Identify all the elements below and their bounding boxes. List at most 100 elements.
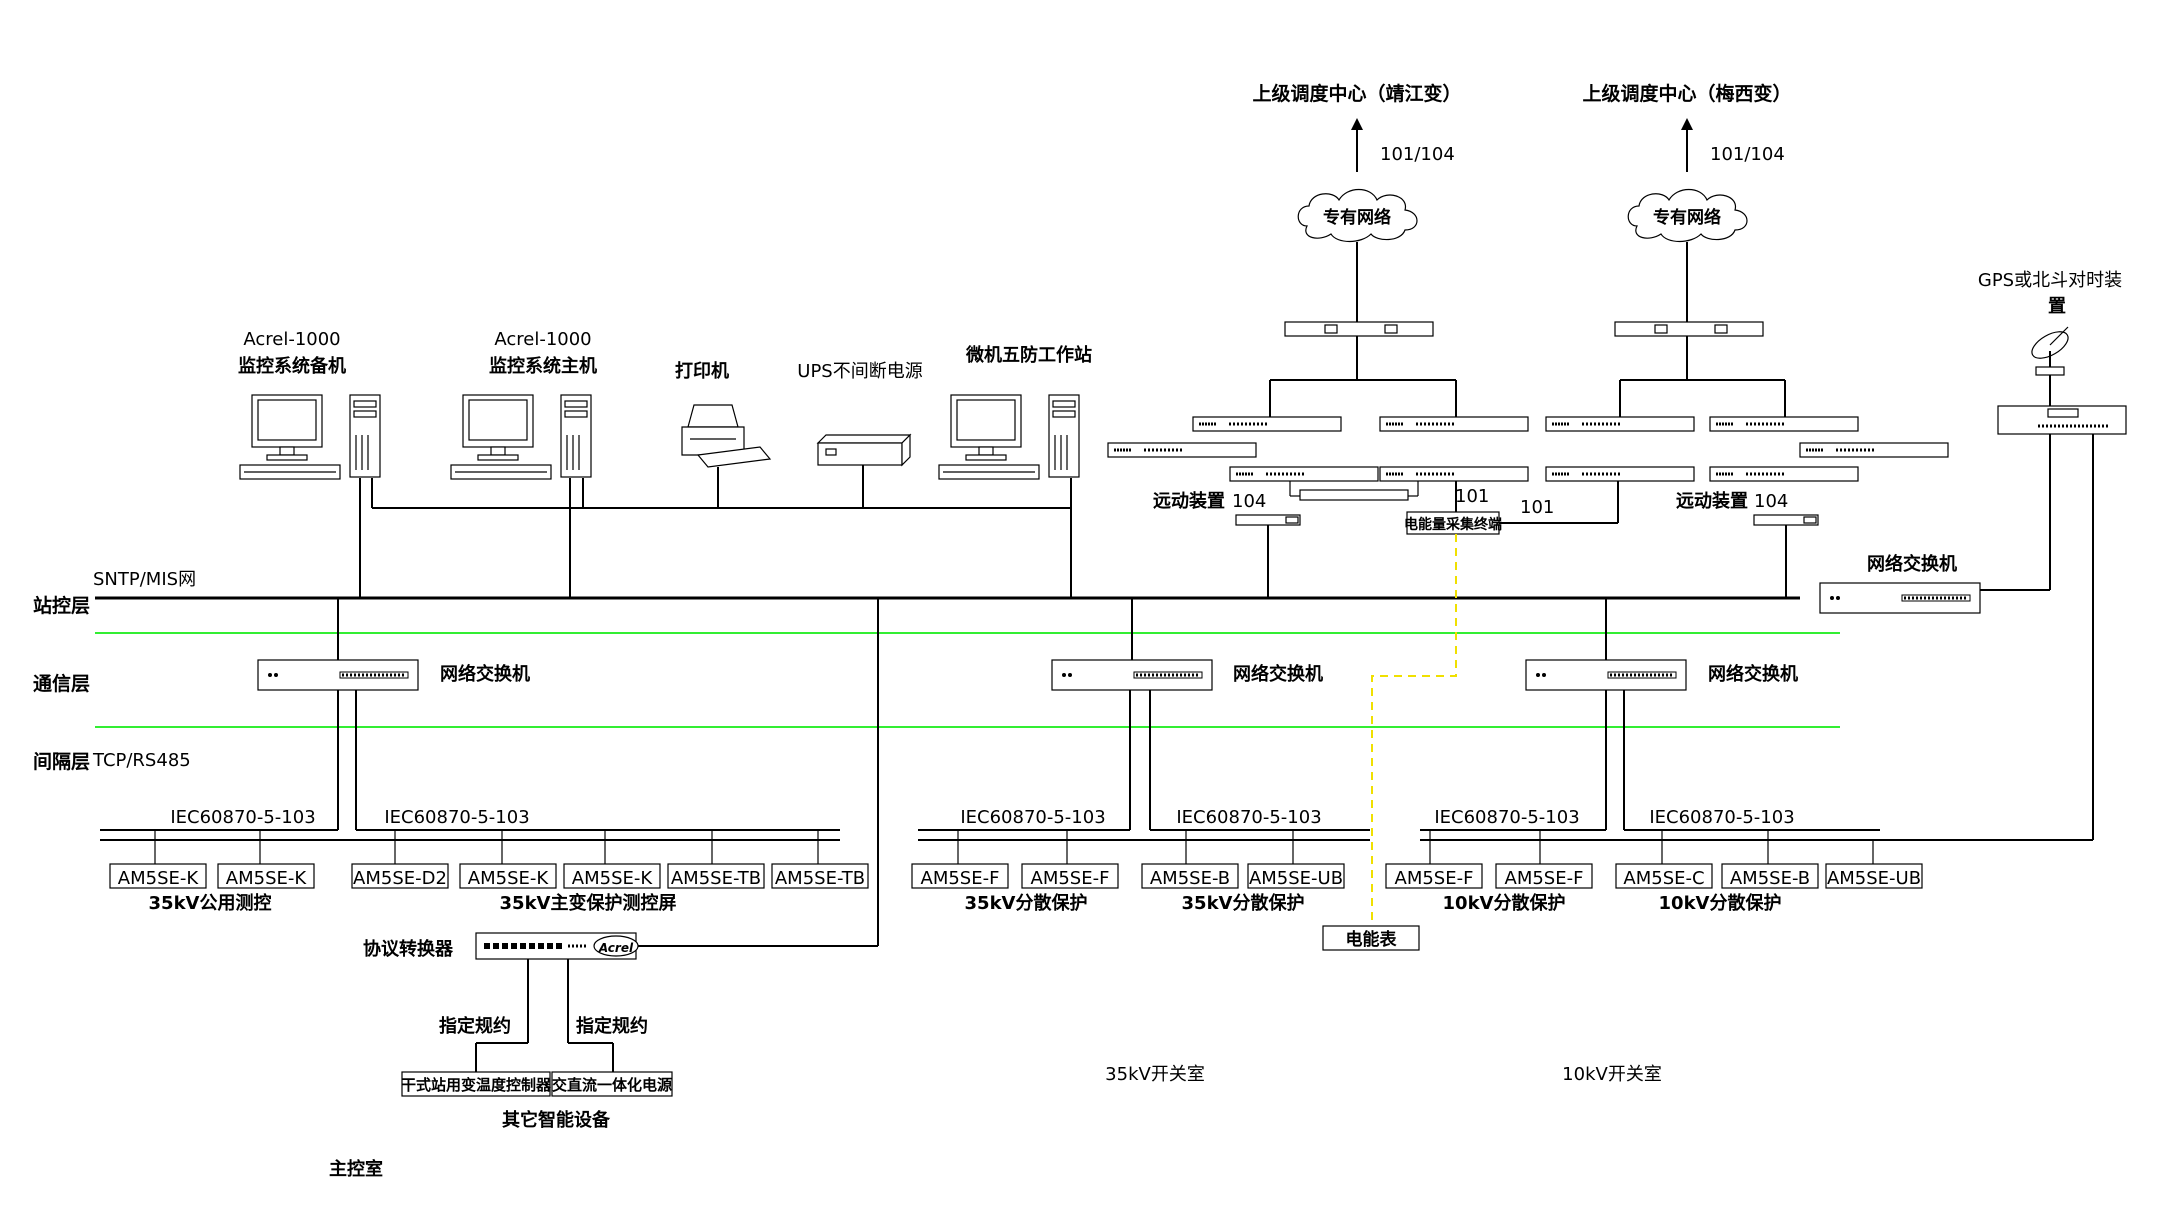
bay-device-label: AM5SE-F bbox=[921, 868, 1000, 889]
group-label: 35kV分散保护 bbox=[965, 892, 1088, 914]
telecontrol-rack-icon bbox=[1378, 465, 1530, 483]
backup-name: 监控系统备机 bbox=[238, 355, 346, 377]
bay-device-row: AM5SE-K AM5SE-K AM5SE-D2 AM5SE-K AM5SE-K… bbox=[109, 830, 1923, 889]
bay-device-label: AM5SE-K bbox=[572, 868, 654, 889]
telecontrol-rack-icon bbox=[1235, 514, 1301, 526]
bay-device-label: AM5SE-K bbox=[226, 868, 308, 889]
cloud-left-label: 专有网络 bbox=[1323, 207, 1391, 228]
telecontrol-rack-icon bbox=[1228, 465, 1380, 483]
room-main-label: 主控室 bbox=[329, 1158, 383, 1180]
printer-icon bbox=[681, 404, 772, 468]
dispatch-left-protocol: 101/104 bbox=[1380, 144, 1455, 165]
telecontrol-rack-icon bbox=[1544, 415, 1696, 433]
iec-label: IEC60870-5-103 bbox=[960, 807, 1105, 828]
dispatch-right-protocol: 101/104 bbox=[1710, 144, 1785, 165]
group-label: 35kV分散保护 bbox=[1182, 892, 1305, 914]
telecontrol-right-proto: 104 bbox=[1754, 491, 1788, 512]
bay-device-label: AM5SE-D2 bbox=[353, 868, 447, 889]
telecontrol-rack-icon bbox=[1191, 415, 1343, 433]
layer-station-label: 站控层 bbox=[33, 594, 90, 617]
iec-label: IEC60870-5-103 bbox=[1176, 807, 1321, 828]
network-switch-icon bbox=[1050, 658, 1214, 692]
layer-bay-label: 间隔层 bbox=[33, 751, 90, 773]
iec-label: IEC60870-5-103 bbox=[1434, 807, 1579, 828]
host-name: 监控系统主机 bbox=[489, 355, 597, 377]
telecontrol-right-label: 远动装置 bbox=[1676, 490, 1748, 512]
energy-meter-label: 电能表 bbox=[1346, 929, 1398, 950]
tcp-label: TCP/RS485 bbox=[92, 750, 191, 771]
gps-label-line2: 置 bbox=[2048, 296, 2066, 317]
satellite-dish-icon bbox=[2031, 326, 2069, 376]
switch-2-label: 网络交换机 bbox=[1233, 663, 1323, 685]
telecontrol-rack-icon bbox=[1708, 415, 1860, 433]
bay-device-label: AM5SE-K bbox=[118, 868, 200, 889]
switch-1-label: 网络交换机 bbox=[440, 663, 530, 685]
protocol-converter-icon bbox=[475, 932, 639, 960]
telecontrol-rack-icon bbox=[1753, 514, 1819, 526]
bay-device-label: AM5SE-F bbox=[1395, 868, 1474, 889]
bay-device-label: AM5SE-UB bbox=[1249, 868, 1343, 889]
dispatch-left-title: 上级调度中心（靖江变） bbox=[1252, 82, 1461, 105]
telecontrol-rack-icon bbox=[1798, 441, 1950, 459]
telecontrol-rack-icon bbox=[1708, 465, 1860, 483]
ups-label: UPS不间断电源 bbox=[797, 361, 922, 382]
backup-computer-icon bbox=[239, 394, 381, 480]
bay-device-label: AM5SE-B bbox=[1150, 868, 1230, 889]
energy-meter-box bbox=[1322, 925, 1420, 951]
energy-terminal-label: 电能量采集终端 bbox=[1404, 516, 1502, 533]
telecontrol-rack-icon bbox=[1106, 441, 1258, 459]
ups-icon bbox=[816, 433, 912, 467]
bay-device-label: AM5SE-UB bbox=[1827, 868, 1921, 889]
telecontrol-rack-icon bbox=[1378, 415, 1530, 433]
bay-device-label: AM5SE-TB bbox=[671, 868, 761, 889]
bay-device-label: AM5SE-B bbox=[1730, 868, 1810, 889]
rule1-label: 指定规约 bbox=[439, 1015, 511, 1037]
iec-label: IEC60870-5-103 bbox=[1649, 807, 1794, 828]
group-label: 35kV主变保护测控屏 bbox=[500, 892, 677, 914]
telecontrol-mid-proto1: 101 bbox=[1455, 486, 1489, 507]
dev1-box bbox=[401, 1071, 551, 1097]
gps-receiver-icon bbox=[1997, 405, 2127, 435]
iec-label: IEC60870-5-103 bbox=[170, 807, 315, 828]
energy-link bbox=[1371, 534, 1457, 926]
bay-device-label: AM5SE-K bbox=[468, 868, 550, 889]
dev2-label: 交直流一体化电源 bbox=[552, 1076, 672, 1094]
room-10-label: 10kV开关室 bbox=[1562, 1064, 1662, 1085]
dev1-label: 干式站用变温度控制器 bbox=[401, 1076, 552, 1094]
network-switch-icon bbox=[256, 658, 420, 692]
iec-label: IEC60870-5-103 bbox=[384, 807, 529, 828]
bay-device-label: AM5SE-C bbox=[1623, 868, 1704, 889]
dispatch-right-title: 上级调度中心（梅西变） bbox=[1582, 82, 1791, 105]
bay-device-label: AM5SE-TB bbox=[775, 868, 865, 889]
group-label: 35kV公用测控 bbox=[149, 892, 272, 914]
telecontrol-left-proto: 104 bbox=[1232, 491, 1266, 512]
bay-device-label: AM5SE-F bbox=[1505, 868, 1584, 889]
host-computer-icon bbox=[450, 394, 592, 480]
switch-top-right-label: 网络交换机 bbox=[1867, 553, 1957, 575]
sntp-label: SNTP/MIS网 bbox=[93, 569, 196, 590]
bay-device-label: AM5SE-F bbox=[1031, 868, 1110, 889]
others-label: 其它智能设备 bbox=[502, 1109, 611, 1131]
group-label: 10kV分散保护 bbox=[1443, 892, 1566, 914]
cloud-right-label: 专有网络 bbox=[1653, 207, 1721, 228]
host-model: Acrel-1000 bbox=[494, 329, 591, 350]
layer-comm-label: 通信层 bbox=[33, 672, 90, 695]
router-icon bbox=[1614, 321, 1764, 337]
telecontrol-mid-proto2: 101 bbox=[1520, 497, 1554, 518]
gps-label-line1: GPS或北斗对时装 bbox=[1978, 270, 2122, 291]
backup-model: Acrel-1000 bbox=[243, 329, 340, 350]
printer-label: 打印机 bbox=[675, 360, 729, 382]
telecontrol-left-label: 远动装置 bbox=[1153, 490, 1225, 512]
dev2-box bbox=[551, 1071, 673, 1097]
wufang-computer-icon bbox=[938, 394, 1080, 480]
network-switch-icon bbox=[1524, 658, 1688, 692]
switch-3-label: 网络交换机 bbox=[1708, 663, 1798, 685]
network-switch-icon bbox=[1818, 581, 1982, 615]
wufang-label: 微机五防工作站 bbox=[965, 344, 1092, 366]
group-label: 10kV分散保护 bbox=[1659, 892, 1782, 914]
telecontrol-rack-icon bbox=[1544, 465, 1696, 483]
router-icon bbox=[1284, 321, 1434, 337]
converter-label: 协议转换器 bbox=[363, 938, 454, 960]
room-35-label: 35kV开关室 bbox=[1105, 1064, 1205, 1085]
